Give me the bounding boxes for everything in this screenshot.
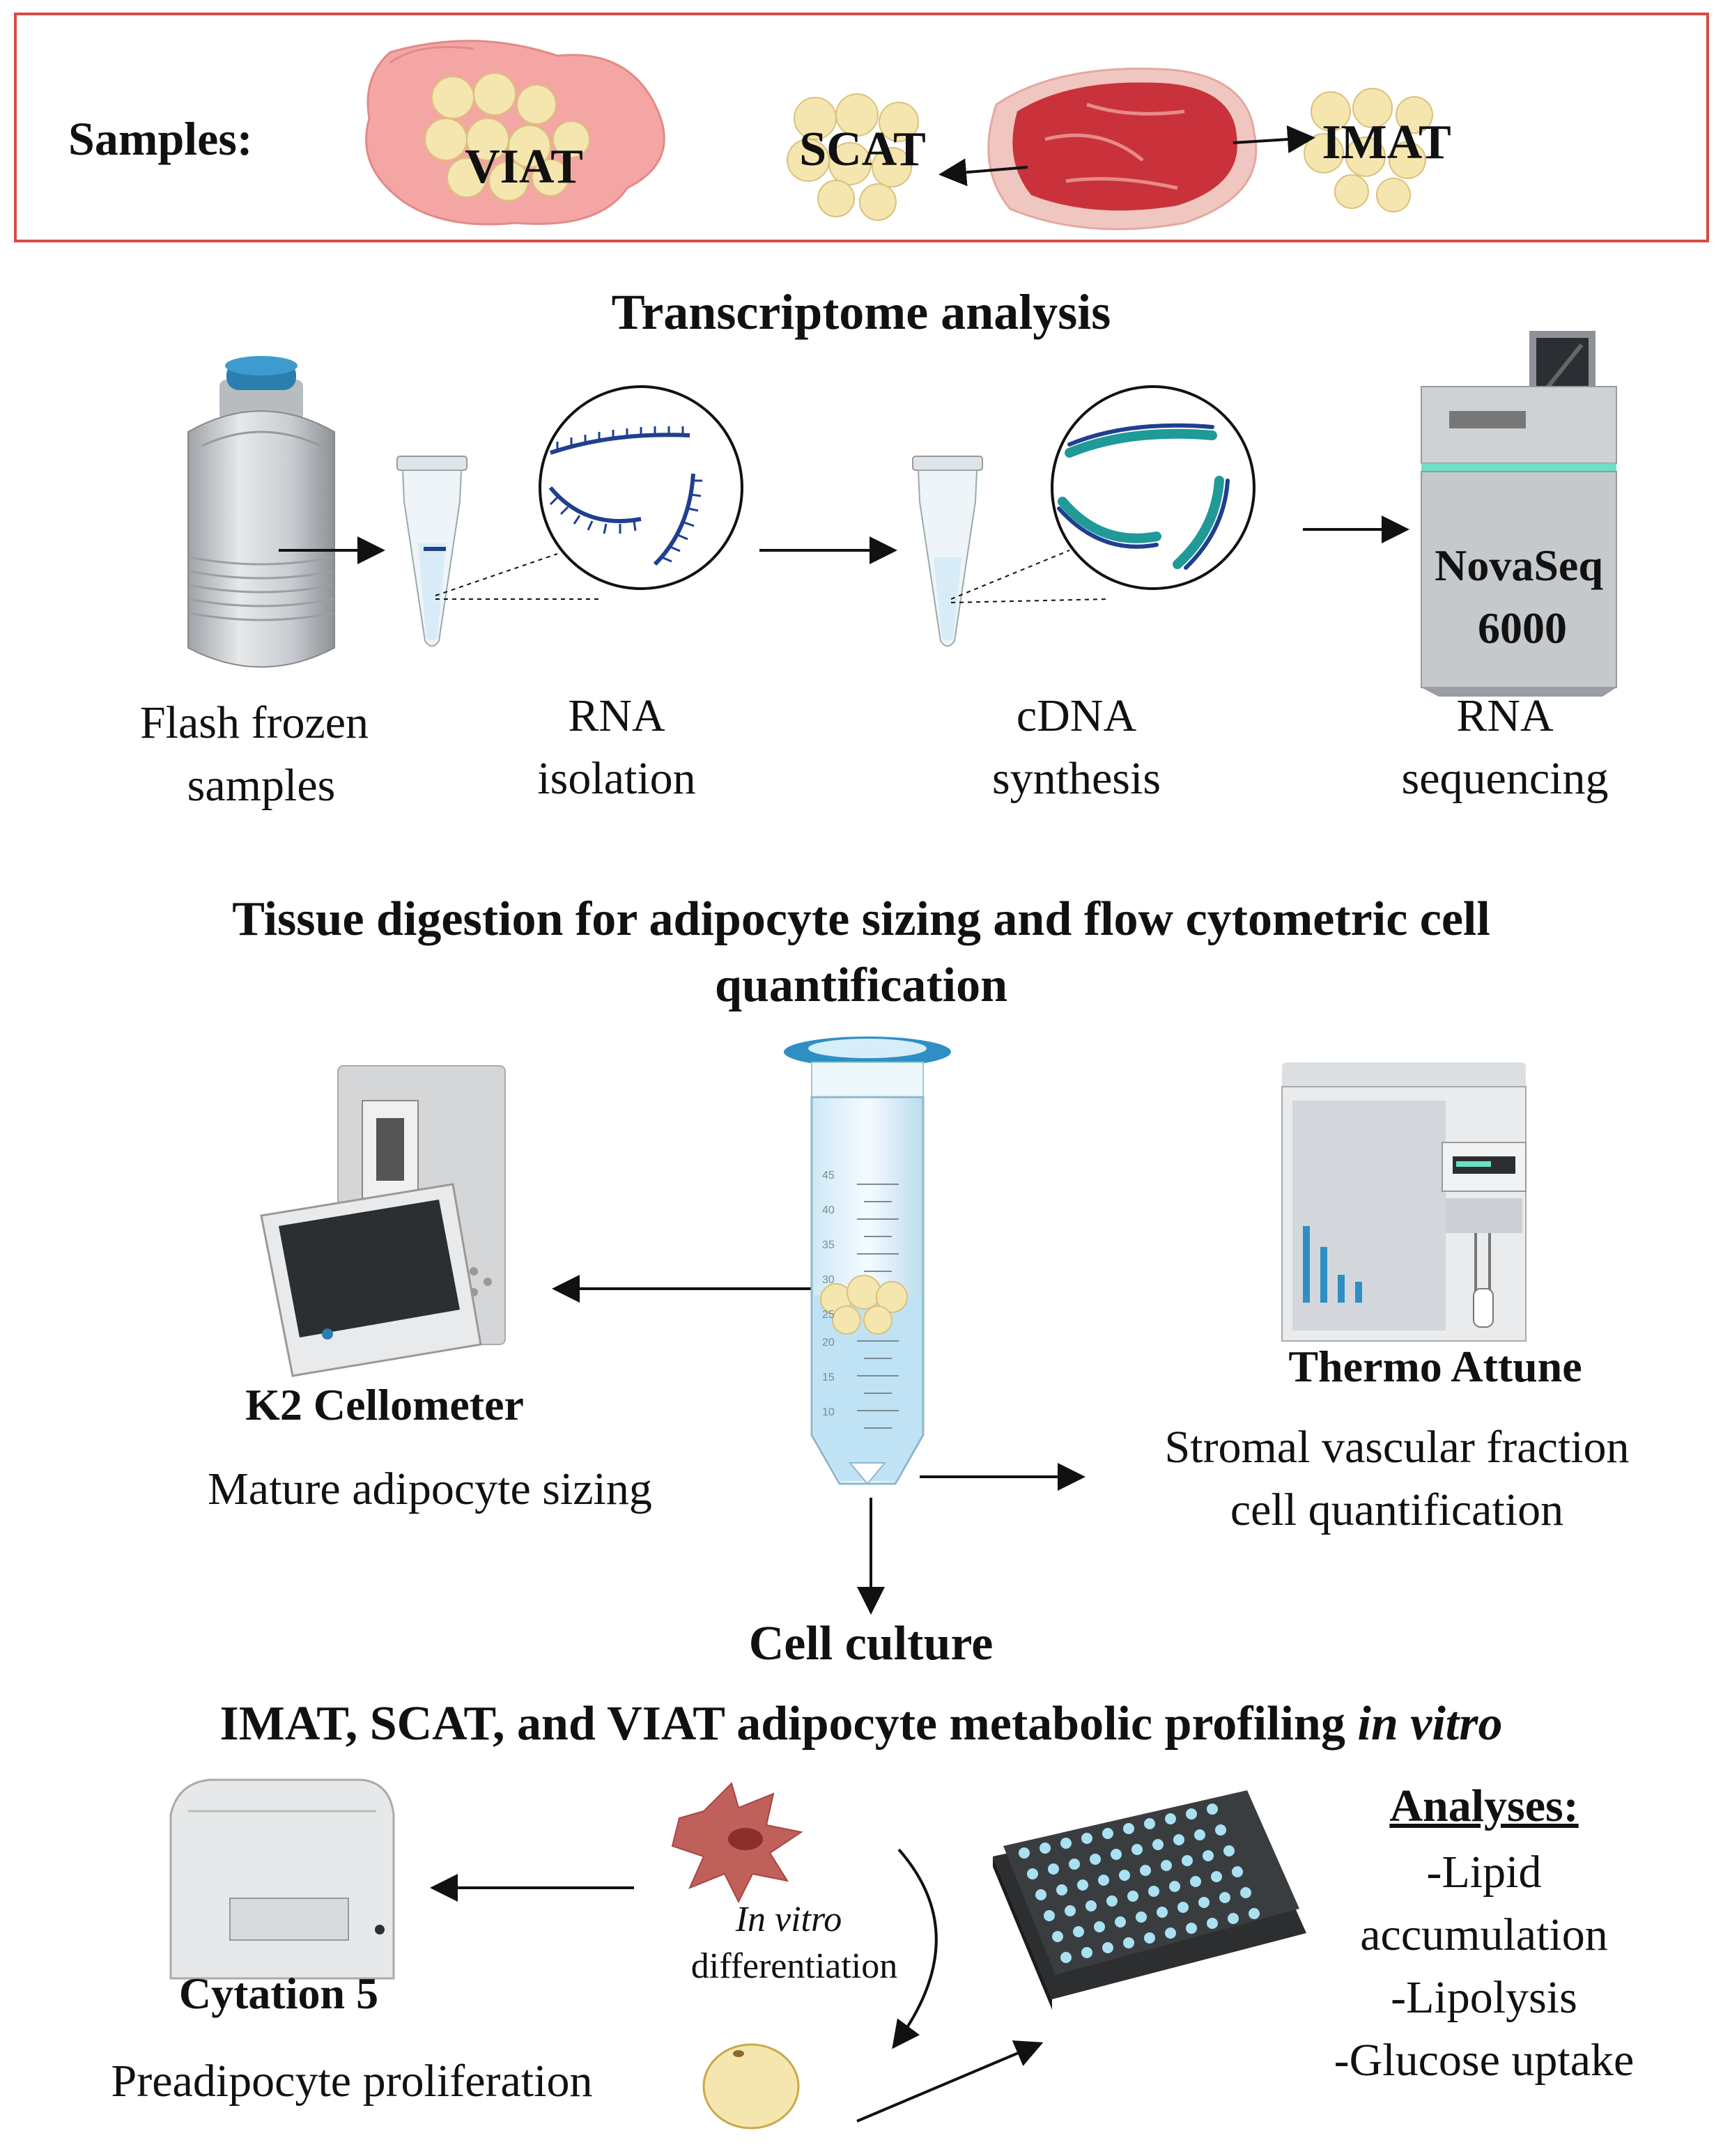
differentiation-label-line1: In vitro — [735, 1900, 842, 1939]
rna-strand-icon — [548, 433, 695, 566]
tube-mark-20: 20 — [822, 1337, 835, 1349]
thermo-attune-icon — [1281, 1062, 1527, 1342]
k2-caption: Mature adipocyte sizing — [208, 1464, 652, 1514]
viat-label: VIAT — [465, 140, 583, 194]
attune-caption-line2: cell quantification — [1230, 1484, 1564, 1535]
analysis-item-1: -Lipid — [1426, 1847, 1542, 1898]
sequencer-label-line1: NovaSeq — [1435, 541, 1603, 590]
step-2-label-line1: RNA — [568, 690, 665, 741]
arrow-meat-to-scat — [938, 158, 1028, 187]
dewar-flask-icon — [187, 356, 335, 668]
arrow-meat-to-imat — [1233, 125, 1315, 153]
step-3-label-line1: cDNA — [1016, 690, 1137, 741]
mature-adipocyte-icon — [702, 2043, 800, 2130]
tube-mark-25: 25 — [822, 1309, 835, 1321]
imat-label: IMAT — [1322, 116, 1451, 169]
sequencer-label-line2: 6000 — [1478, 603, 1567, 653]
step-4-label-line1: RNA — [1456, 690, 1554, 741]
cytation-label: Cytation 5 — [178, 1969, 379, 2018]
tube-mark-15: 15 — [822, 1372, 835, 1383]
tube-mark-45: 45 — [822, 1170, 835, 1181]
cdna-zoom-circle — [1051, 385, 1255, 590]
cell-culture-label: Cell culture — [748, 1617, 994, 1670]
analysis-item-3: -Lipolysis — [1391, 1972, 1577, 2023]
attune-caption-line1: Stromal vascular fraction — [1164, 1422, 1630, 1473]
step-2-label-line2: isolation — [537, 753, 696, 804]
digestion-title-line1: Tissue digestion for adipocyte sizing an… — [232, 892, 1490, 946]
thermo-attune-label: Thermo Attune — [1288, 1342, 1582, 1391]
tube-mark-35: 35 — [822, 1239, 835, 1251]
metabolic-title-italic: in vitro — [1357, 1697, 1503, 1751]
samples-label: Samples: — [68, 112, 253, 165]
k2-cellometer-icon — [260, 1065, 506, 1377]
tube-mark-30: 30 — [822, 1274, 835, 1286]
analysis-item-4: -Glucose uptake — [1334, 2035, 1635, 2086]
step-3-label-line2: synthesis — [991, 753, 1161, 804]
arrow-differentiation — [892, 1848, 938, 2049]
digestion-title-line2: quantification — [714, 959, 1008, 1012]
meat-cut-illustration — [987, 68, 1258, 231]
imat-adipose-illustration — [1304, 88, 1433, 212]
rna-isolation-tube-icon — [396, 456, 468, 647]
plate-wells — [1019, 1804, 1260, 1963]
well-plate-icon — [993, 1790, 1306, 2010]
scat-label: SCAT — [799, 123, 926, 176]
step-1-label-line2: samples — [187, 760, 336, 811]
step-1-label-line1: Flash frozen — [139, 697, 369, 748]
preadipocyte-cell-icon — [671, 1782, 803, 1904]
metabolic-profiling-title: IMAT, SCAT, and VIAT adipocyte metabolic… — [220, 1700, 1503, 1748]
metabolic-title-main: IMAT, SCAT, and VIAT adipocyte metabolic… — [219, 1697, 1358, 1751]
cdna-strand-icon — [1058, 428, 1224, 569]
step-4-label-line2: sequencing — [1401, 753, 1609, 804]
analysis-item-2: accumulation — [1360, 1909, 1608, 1960]
conical-tube-icon — [784, 1037, 951, 1485]
tube-mark-40: 40 — [822, 1204, 835, 1216]
arrow-adipocyte-to-plate — [856, 2040, 1044, 2123]
analyses-title: Analyses: — [1389, 1781, 1579, 1831]
novaseq-sequencer-icon — [1421, 331, 1617, 697]
rna-zoom-circle — [539, 385, 743, 590]
viat-tissue-illustration — [365, 40, 665, 226]
tube-mark-10: 10 — [822, 1406, 835, 1418]
differentiation-label-line2: differentiation — [690, 1946, 898, 1986]
k2-cellometer-label: K2 Cellometer — [245, 1380, 524, 1429]
scat-adipose-illustration — [787, 93, 919, 221]
transcriptome-title: Transcriptome analysis — [611, 284, 1111, 340]
cytation-caption: Preadipocyte proliferation — [111, 2056, 593, 2107]
cdna-synthesis-tube-icon — [912, 456, 983, 647]
cytation-5-reader-icon — [169, 1778, 395, 1980]
